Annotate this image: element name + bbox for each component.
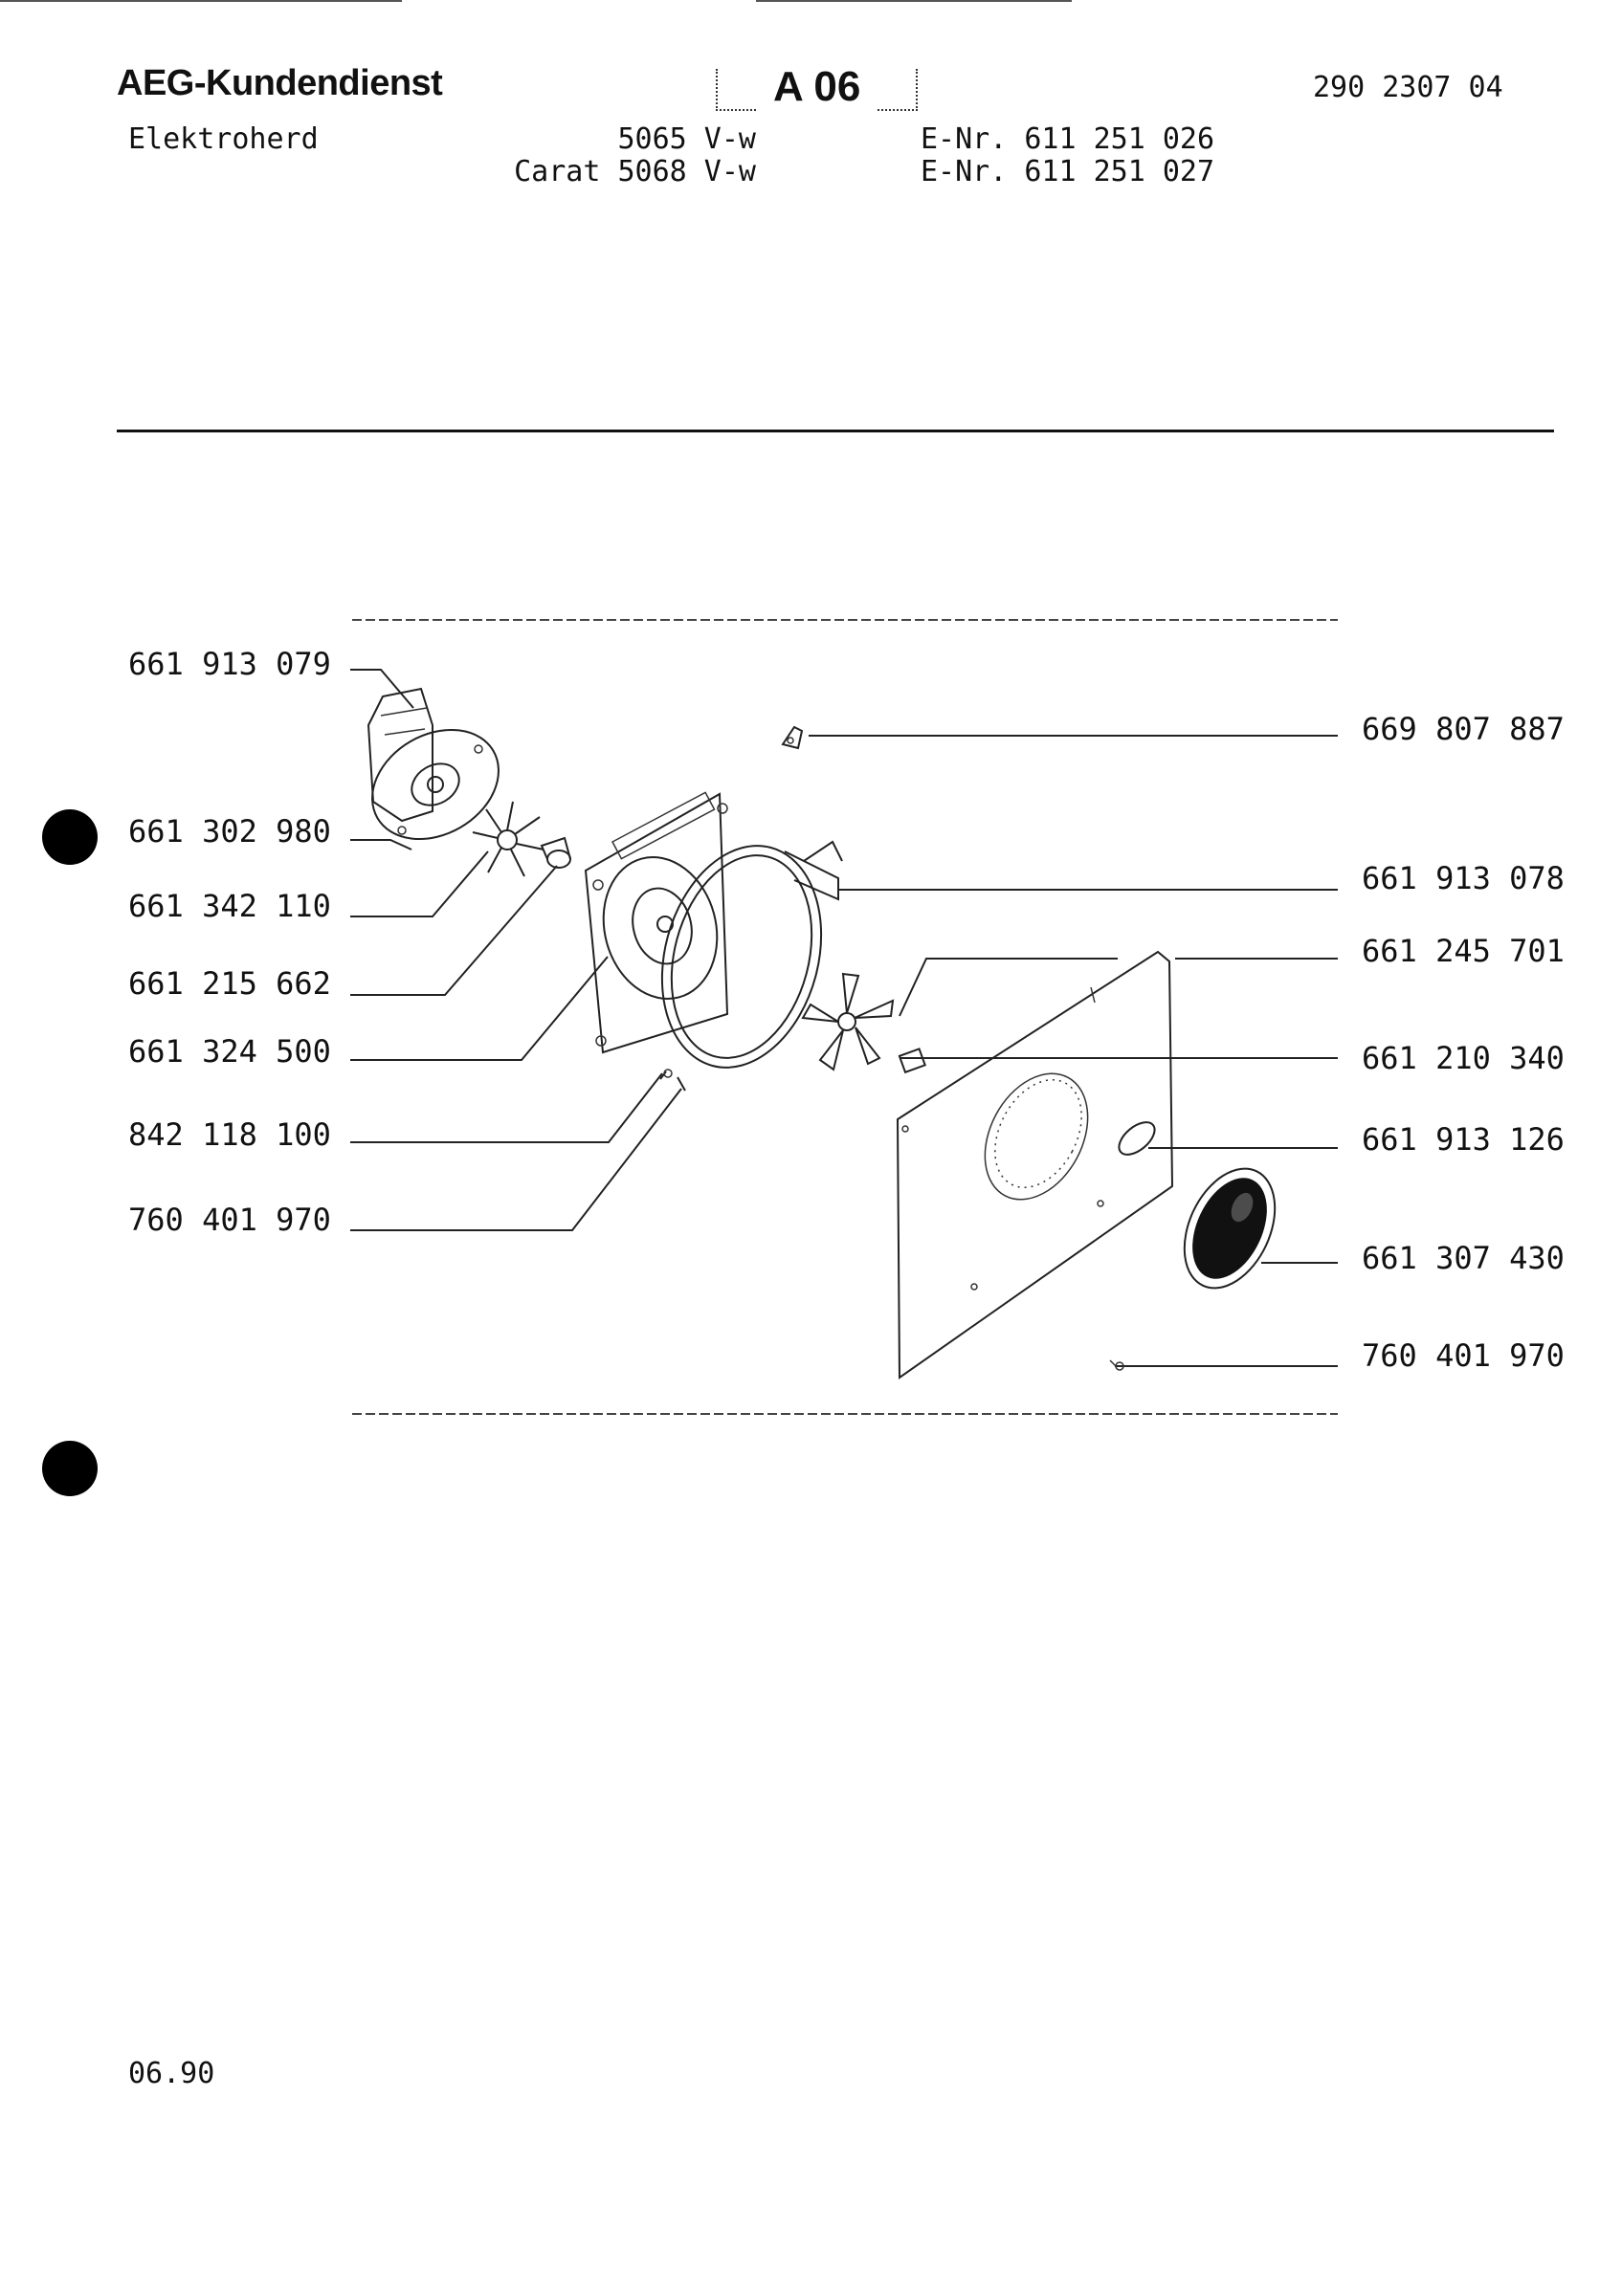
part-label-left-2: 661 302 980 [128,813,331,850]
leader-left-3 [350,850,489,917]
part-label-right-1: 669 807 887 [1362,711,1565,747]
leader-left-1 [350,669,414,709]
small-fan-wheel [472,801,544,877]
leader-left-4 [350,865,558,996]
section-code-box: A 06 [716,59,919,111]
part-label-right-7: 760 401 970 [1362,1337,1565,1374]
back-plate [584,791,729,1054]
fan-cover-panel [896,950,1174,1380]
enr-1: E-Nr. 611 251 026 [921,122,1215,156]
lamp-lens [1183,1167,1277,1290]
part-label-left-1: 661 913 079 [128,646,331,682]
brand-title: AEG-Kundendienst [117,63,443,103]
screw-right [1109,1359,1124,1371]
part-label-left-6: 842 118 100 [128,1116,331,1153]
wire-clip [659,1069,686,1092]
model-1: 5065 V-w [617,122,757,156]
clip-part [781,725,804,750]
part-label-left-5: 661 324 500 [128,1033,331,1070]
part-label-right-4: 661 210 340 [1362,1040,1565,1076]
enr-2: E-Nr. 611 251 027 [921,155,1215,188]
document-number: 290 2307 04 [1313,71,1503,104]
part-label-left-7: 760 401 970 [128,1202,331,1238]
section-code: A 06 [773,63,861,110]
section-bracket-left [716,69,756,111]
heating-ring [660,840,843,1069]
section-bracket-right [878,69,919,111]
appliance-type: Elektroherd [128,122,319,156]
part-label-left-3: 661 342 110 [128,888,331,924]
part-label-left-4: 661 215 662 [128,965,331,1002]
scan-edge-left [0,0,402,2]
scan-edge-center [756,0,1072,2]
nut-part [898,1048,926,1074]
footer-date: 06.90 [128,2057,215,2090]
leader-left-7 [350,1088,682,1231]
part-label-right-2: 661 913 078 [1362,860,1565,896]
leader-left-6 [350,1072,663,1143]
motor-part [367,687,500,841]
part-label-right-3: 661 245 701 [1362,933,1565,969]
bush-part [540,836,571,869]
header-rule [117,430,1554,432]
leader-left-5 [350,956,609,1061]
fan-blade [801,972,895,1071]
part-label-right-6: 661 307 430 [1362,1240,1565,1276]
punch-hole-top [42,809,98,865]
part-label-right-5: 661 913 126 [1362,1121,1565,1158]
leader-right-3a [899,958,1118,1017]
leader-left-2 [350,839,412,850]
punch-hole-bottom [42,1441,98,1496]
model-2: Carat 5068 V-w [514,155,756,188]
